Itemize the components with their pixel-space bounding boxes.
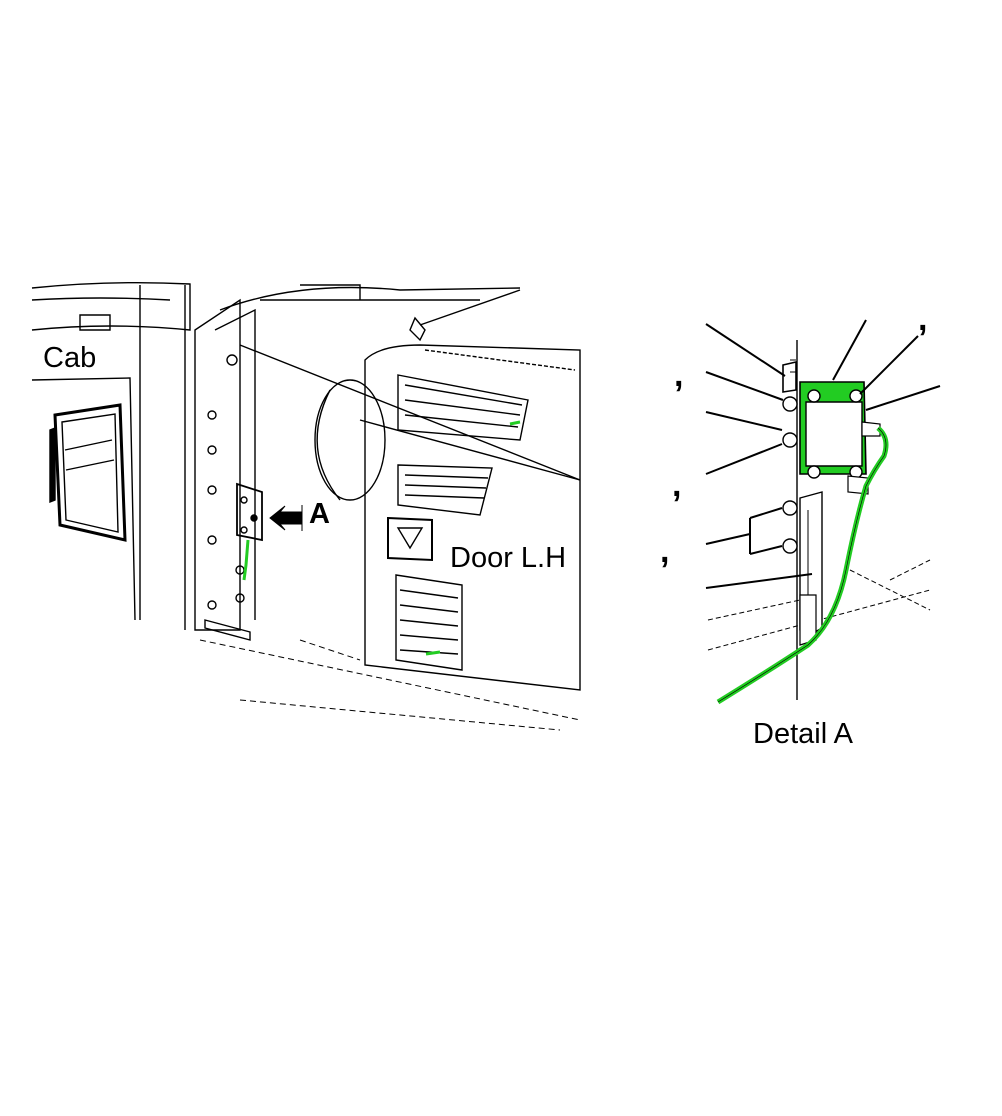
frame-tubes <box>219 284 581 501</box>
label-cab: Cab <box>43 342 97 374</box>
label-door-lh: Door L.H <box>450 542 567 574</box>
bolt-icon <box>849 389 863 403</box>
arrow-a-icon <box>269 505 303 531</box>
cab-window <box>49 403 127 542</box>
door-marker-green <box>509 420 521 426</box>
washer-icon <box>782 432 798 448</box>
bolt-icon <box>807 389 821 403</box>
door-marker-green-2 <box>425 650 441 656</box>
callout-mark: , <box>672 466 682 504</box>
bracket-small <box>236 482 263 542</box>
detail-a-view <box>705 319 941 705</box>
floor-lines <box>199 639 581 731</box>
leader-lines <box>705 319 941 589</box>
washer-icon <box>782 538 798 554</box>
ground-strap-main <box>242 539 250 581</box>
bolt-icon <box>807 465 821 479</box>
callout-mark: , <box>660 532 670 570</box>
label-arrow-a: A <box>309 498 330 530</box>
bracket-plate <box>805 401 863 467</box>
callout-mark: , <box>674 356 684 394</box>
callout-mark: , <box>918 300 928 338</box>
main-view <box>31 281 581 731</box>
label-detail-a: Detail A <box>753 718 853 750</box>
ground-strap-outline <box>717 427 887 703</box>
strap-terminal <box>861 421 881 437</box>
washer-icon <box>782 500 798 516</box>
door-panel <box>364 344 581 691</box>
washer-icon <box>782 396 798 412</box>
pillar <box>194 298 256 641</box>
cab-outline <box>31 281 191 630</box>
